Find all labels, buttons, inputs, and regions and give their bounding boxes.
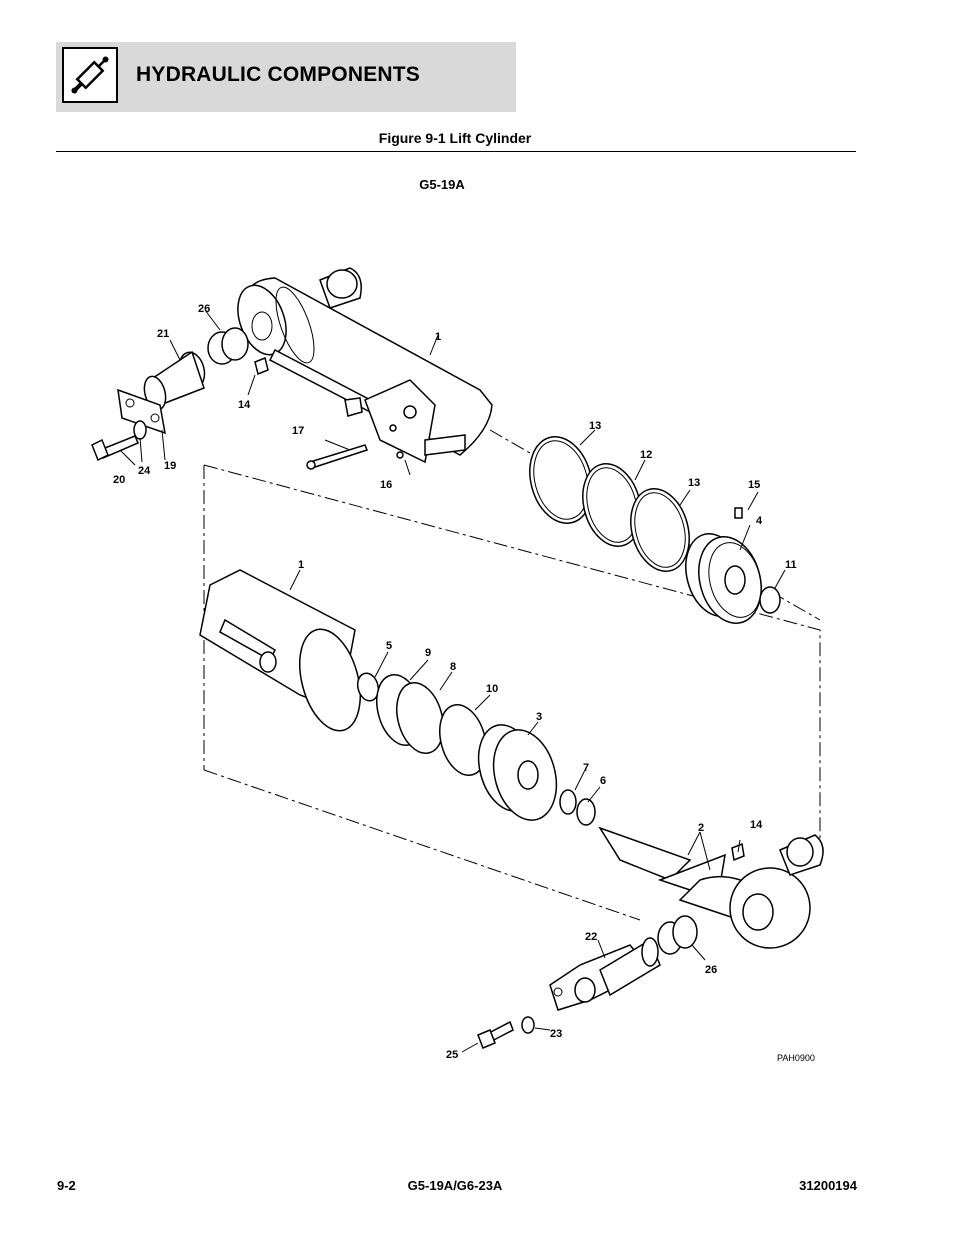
o-ring-11 [759,586,781,614]
callout-label: 6 [600,775,606,787]
callout-label: 23 [550,1028,562,1040]
cylinder-barrel-lower [199,569,361,732]
callout-label: 25 [446,1049,458,1061]
drawing-code: PAH0900 [777,1053,815,1063]
model-caption: G5-19A [419,177,465,192]
seal-8 [396,682,444,754]
callout-label: 24 [138,465,151,477]
setscrew-15 [734,507,743,519]
callout-label: 2 [698,822,704,834]
bolt-20 [91,435,139,462]
hydraulic-cylinder-icon [62,47,118,103]
o-ring-6 [576,798,596,826]
callout-label: 26 [198,303,210,315]
callout-label: 12 [640,449,652,461]
callout-label: 5 [386,640,392,652]
callout-label: 13 [589,420,601,432]
callout-label: 15 [748,479,760,491]
callout-label: 14 [238,399,251,411]
footer-models: G5-19A/G6-23A [407,1178,503,1193]
callout-label: 21 [157,328,169,340]
section-header-band [56,42,516,112]
bushing-26-upper [207,327,249,365]
lift-cylinder-exploded-diagram: 1 26 21 14 19 20 24 17 16 13 12 13 15 4 … [91,267,824,1063]
callout-label: 26 [705,964,717,976]
callout-label: 11 [785,559,797,571]
piston-3 [477,724,558,821]
callout-label: 14 [750,819,763,831]
callout-label: 3 [536,711,542,723]
document-number: 31200194 [799,1178,857,1193]
callout-label: 22 [585,931,597,943]
callout-label: 9 [425,647,431,659]
callout-label: 13 [688,477,700,489]
page-number: 9-2 [57,1178,76,1193]
pin-22 [549,937,661,1011]
piston-rod-2 [598,826,824,949]
fitting-14-upper [254,356,269,376]
callout-label: 10 [486,683,498,695]
callout-label: 19 [164,460,176,472]
bolt-17 [306,444,368,470]
section-title: HYDRAULIC COMPONENTS [136,63,421,86]
cylinder-head-4 [685,533,762,624]
plate-19 [117,388,166,435]
assembly-centerline-lower2 [203,464,821,840]
bolt-25 [477,1020,514,1049]
callout-label: 8 [450,661,456,673]
wear-ring-5 [356,672,380,702]
caption-rule [56,151,856,152]
callout-label: 7 [583,762,589,774]
callout-label: 1 [298,559,304,571]
cylinder-barrel-upper [237,267,493,456]
callout-label: 4 [756,515,763,527]
callout-label: 1 [435,331,441,343]
seal-13-b [630,488,690,572]
pin-21 [143,350,206,411]
bushing-26-lower [657,915,698,955]
washer-23 [521,1016,535,1034]
callout-label: 20 [113,474,125,486]
callout-label: 16 [380,479,392,491]
figure-caption: Figure 9-1 Lift Cylinder [378,130,532,146]
nut-7 [559,789,577,815]
leader-lines [119,309,786,1053]
valve-block [268,348,466,464]
callout-label: 17 [292,425,304,437]
assembly-centerline-rod [203,769,641,921]
washer-24 [133,420,147,440]
